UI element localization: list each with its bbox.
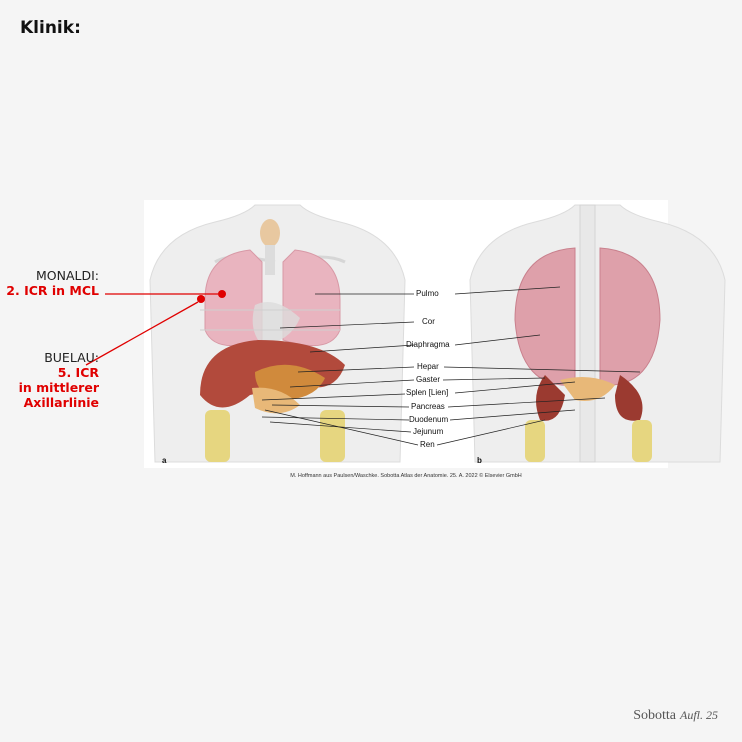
label-ren: Ren [420, 440, 435, 449]
brand-name: Sobotta [633, 708, 676, 723]
panel-label-b: b [477, 456, 482, 465]
buelau-site-line-2: in mittlerer [18, 380, 99, 395]
label-jejunum: Jejunum [413, 427, 444, 436]
buelau-callout: BUELAU: 5. ICR in mittlerer Axillarlinie [19, 350, 99, 410]
label-gaster: Gaster [416, 375, 441, 384]
callout-lines [85, 293, 218, 366]
brand-footer: Sobotta Aufl. 25 [633, 708, 718, 724]
label-duodenum: Duodenum [409, 415, 449, 424]
monaldi-marker [218, 290, 226, 298]
buelau-marker [197, 295, 205, 303]
leader-lines-b [436, 286, 641, 446]
monaldi-callout: MONALDI: 2. ICR in MCL [6, 268, 99, 298]
label-cor: Cor [422, 317, 435, 326]
label-pulmo: Pulmo [416, 289, 439, 298]
figure-credit: M. Hoffmann aus Paulsen/Waschke. Sobotta… [290, 473, 522, 479]
label-splen: Splen [Lien] [406, 388, 449, 397]
label-diaphragma: Diaphragma [406, 340, 450, 349]
monaldi-heading: MONALDI: [35, 268, 99, 283]
torso-posterior [469, 204, 726, 463]
label-hepar: Hepar [417, 362, 439, 371]
buelau-heading: BUELAU: [44, 350, 99, 365]
buelau-site-line-3: Axillarlinie [23, 395, 99, 410]
page-title: Klinik: [20, 18, 81, 38]
brand-edition: Aufl. 25 [680, 708, 718, 722]
panel-label-a: a [162, 456, 167, 465]
label-pancreas: Pancreas [411, 402, 445, 411]
monaldi-site: 2. ICR in MCL [6, 283, 99, 298]
buelau-site-line-1: 5. ICR [57, 365, 99, 380]
leader-lines-a [261, 293, 419, 446]
torso-anterior [149, 204, 406, 463]
